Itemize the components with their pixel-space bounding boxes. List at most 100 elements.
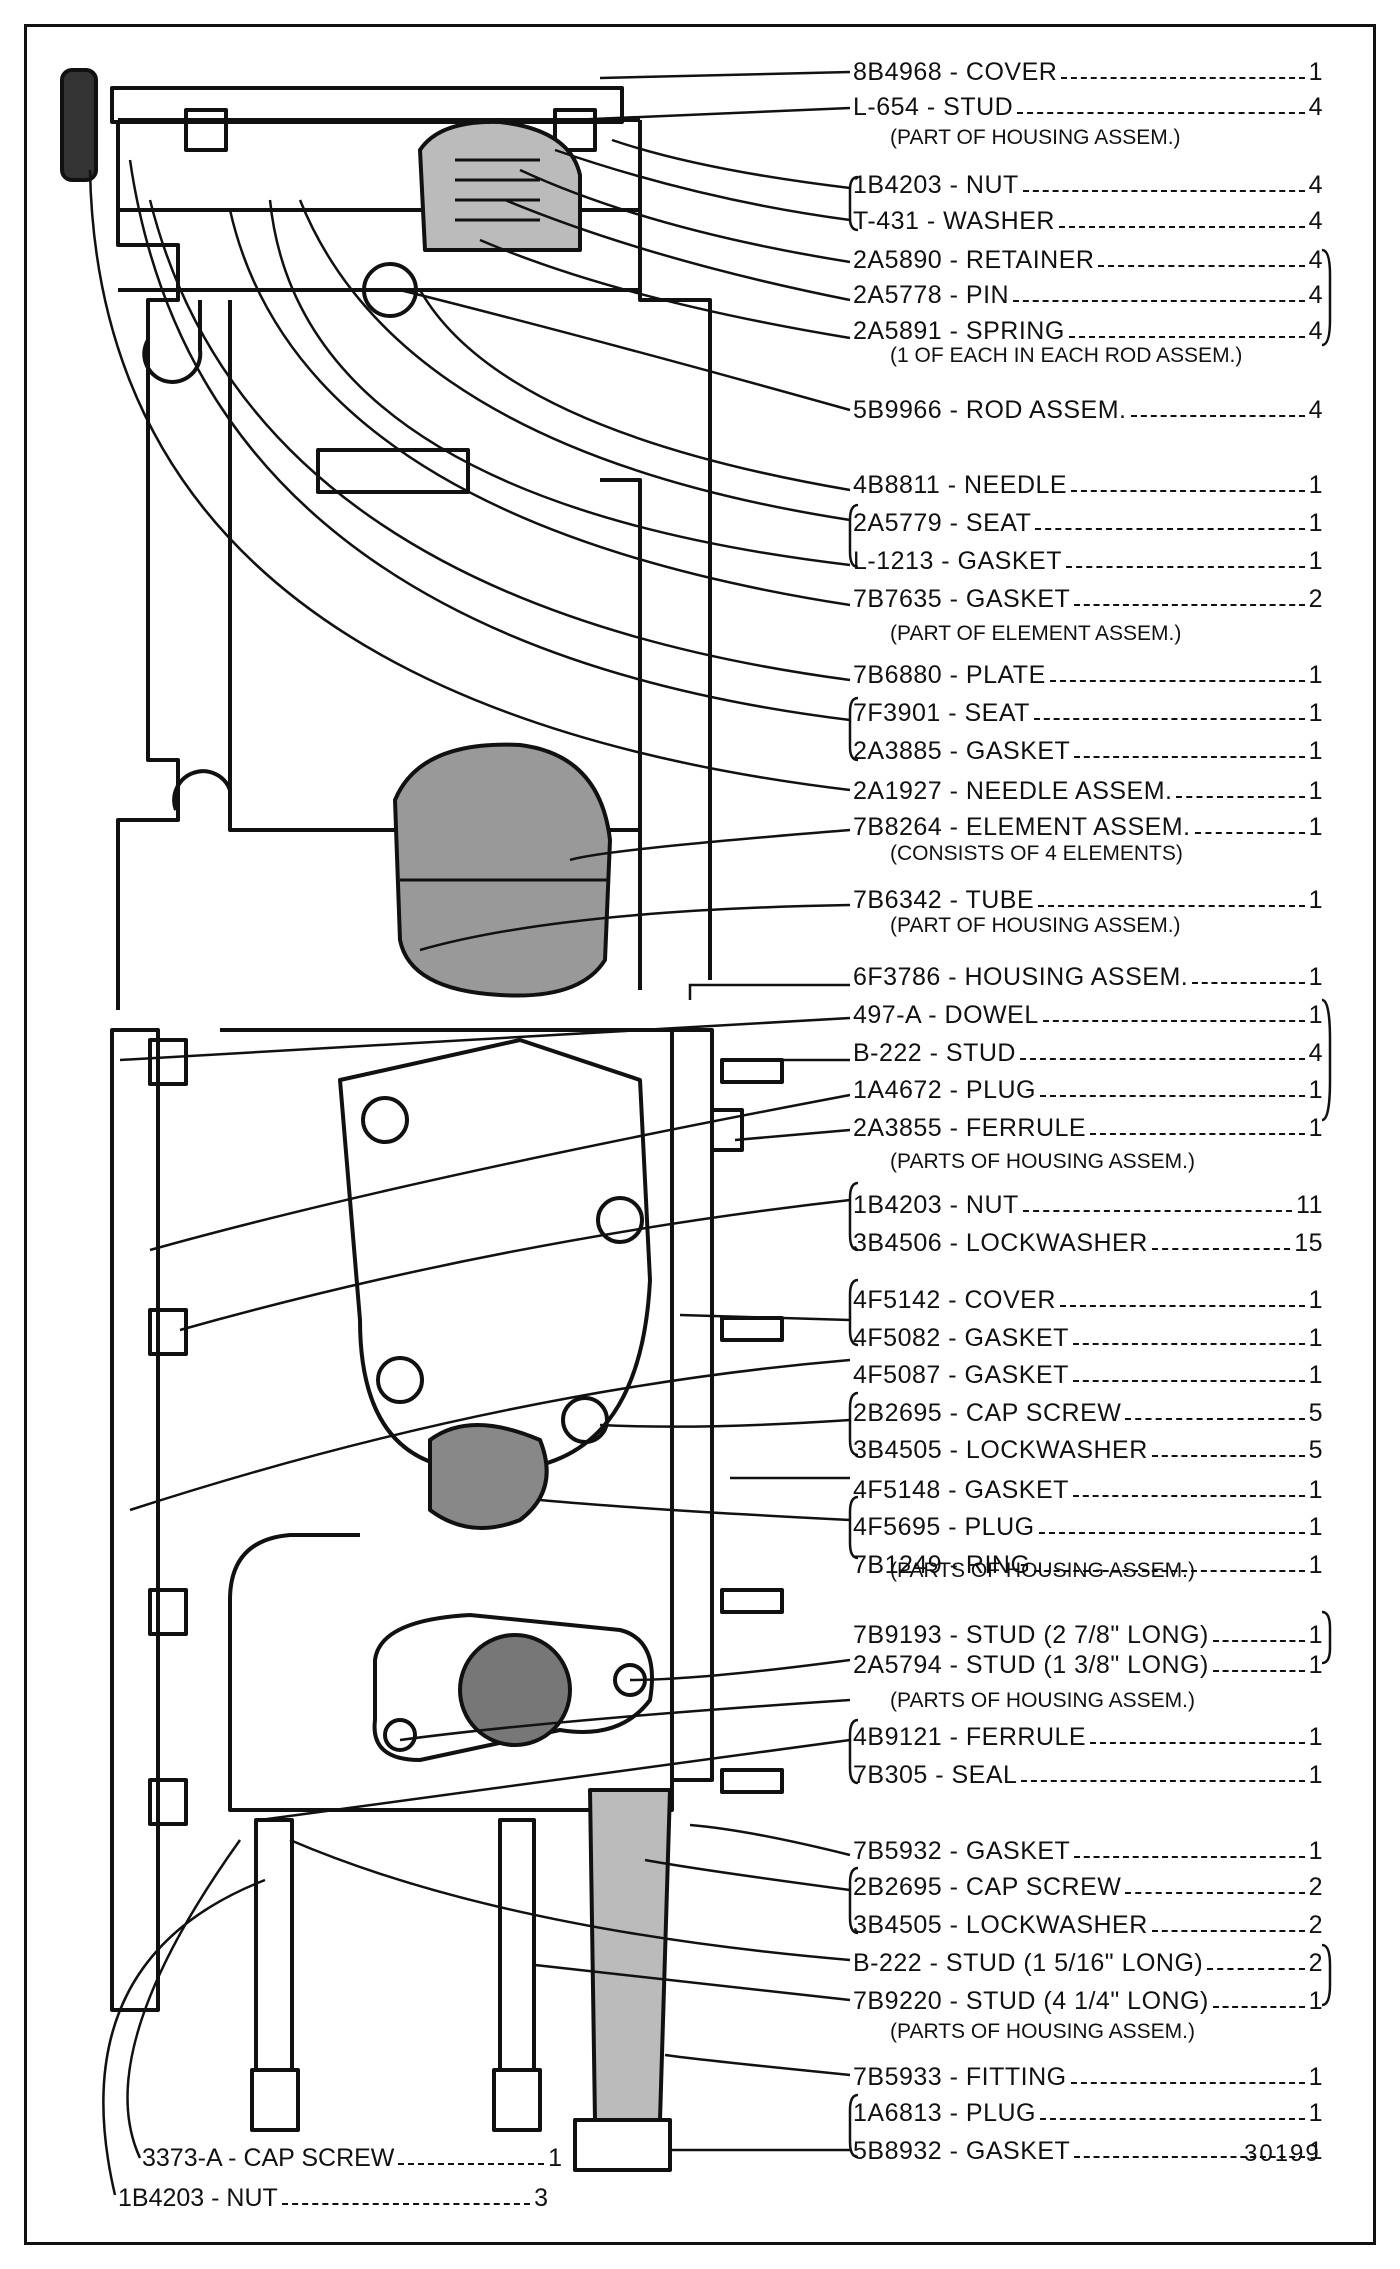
part-quantity: 4 bbox=[1308, 1039, 1323, 1067]
part-quantity: 1 bbox=[1308, 1076, 1323, 1104]
leader-dashes bbox=[1151, 1248, 1291, 1250]
part-quantity: 1 bbox=[1308, 1114, 1323, 1142]
part-quantity: 1 bbox=[1308, 1651, 1323, 1679]
leader-dashes bbox=[1061, 77, 1305, 79]
housing-outline bbox=[60, 68, 784, 2172]
part-note: (PARTS OF HOUSING ASSEM.) bbox=[890, 1150, 1195, 1173]
part-quantity: 1 bbox=[1308, 2099, 1323, 2127]
part-name: 497-A - DOWEL bbox=[853, 1001, 1039, 1029]
part-quantity: 4 bbox=[1308, 246, 1323, 274]
part-row: 2A5890 - RETAINER 4 bbox=[853, 245, 1323, 275]
leader-dashes bbox=[1049, 680, 1305, 682]
part-row: 7B9220 - STUD (4 1/4" LONG)1 bbox=[853, 1986, 1323, 2016]
part-name: 4B8811 - NEEDLE bbox=[853, 471, 1068, 499]
part-name: 7B1249 - RING bbox=[853, 1551, 1031, 1579]
part-name: 7B6342 - TUBE bbox=[853, 886, 1035, 914]
part-note: (PART OF ELEMENT ASSEM.) bbox=[890, 622, 1182, 645]
bottom-part-qty: 3 bbox=[534, 2184, 548, 2212]
part-quantity: 2 bbox=[1308, 1949, 1323, 1977]
leader-dashes bbox=[1090, 1133, 1305, 1135]
part-quantity: 1 bbox=[1308, 1621, 1323, 1649]
part-quantity: 1 bbox=[1308, 1761, 1323, 1789]
leader-dashes bbox=[1017, 112, 1305, 114]
leader-dashes bbox=[1071, 490, 1305, 492]
part-quantity: 1 bbox=[1308, 963, 1323, 991]
leader-dashes bbox=[1212, 1640, 1305, 1642]
leader-dashes bbox=[1072, 1380, 1305, 1382]
part-quantity: 4 bbox=[1308, 396, 1323, 424]
part-name: 7B305 - SEAL bbox=[853, 1761, 1018, 1789]
part-note: (PARTS OF HOUSING ASSEM.) bbox=[890, 2020, 1195, 2043]
part-name: 1B4203 - NUT bbox=[853, 1191, 1019, 1219]
part-quantity: 1 bbox=[1308, 886, 1323, 914]
part-quantity: 1 bbox=[1308, 1513, 1323, 1541]
part-quantity: 2 bbox=[1308, 585, 1323, 613]
part-quantity: 1 bbox=[1308, 1987, 1323, 2015]
leader-dashes bbox=[1074, 604, 1305, 606]
leader-dashes bbox=[1038, 1532, 1305, 1534]
leader-dashes bbox=[1151, 1930, 1305, 1932]
part-quantity: 1 bbox=[1308, 1837, 1323, 1865]
part-row: 5B9966 - ROD ASSEM.4 bbox=[853, 395, 1323, 425]
part-name: 4F5082 - GASKET bbox=[853, 1324, 1069, 1352]
part-quantity: 1 bbox=[1308, 1476, 1323, 1504]
part-quantity: 15 bbox=[1294, 1229, 1323, 1257]
leader-dashes bbox=[1035, 528, 1305, 530]
part-quantity: 5 bbox=[1308, 1436, 1323, 1464]
part-quantity: 1 bbox=[1308, 1286, 1323, 1314]
leader-dashes bbox=[1058, 226, 1305, 228]
part-name: 2B2695 - CAP SCREW bbox=[853, 1873, 1122, 1901]
part-name: 6F3786 - HOUSING ASSEM. bbox=[853, 963, 1189, 991]
part-name: 2B2695 - CAP SCREW bbox=[853, 1399, 1122, 1427]
part-quantity: 4 bbox=[1308, 171, 1323, 199]
leader-dashes bbox=[1125, 1418, 1305, 1420]
leader-dashes bbox=[1212, 2006, 1305, 2008]
part-note: (1 OF EACH IN EACH ROD ASSEM.) bbox=[890, 344, 1243, 367]
bottom-callout-nut: 1B4203 - NUT 3 bbox=[118, 2183, 548, 2213]
part-quantity: 1 bbox=[1308, 1361, 1323, 1389]
leader-dashes bbox=[1192, 982, 1305, 984]
part-row: 2A3855 - FERRULE 1 bbox=[853, 1113, 1323, 1143]
part-name: 2A5779 - SEAT bbox=[853, 509, 1032, 537]
part-name: 7B5932 - GASKET bbox=[853, 1837, 1071, 1865]
part-name: T-431 - WASHER bbox=[853, 207, 1055, 235]
leader-dashes bbox=[1021, 1780, 1305, 1782]
part-row: 7B9193 - STUD (2 7/8" LONG)1 bbox=[853, 1620, 1323, 1650]
part-name: 2A5794 - STUD (1 3/8" LONG) bbox=[853, 1651, 1209, 1679]
part-name: 3B4505 - LOCKWASHER bbox=[853, 1911, 1148, 1939]
leader-dashes bbox=[1038, 905, 1305, 907]
leader-dashes bbox=[1130, 415, 1305, 417]
figure-number: 30199 bbox=[1244, 2140, 1321, 2167]
part-name: 2A5890 - RETAINER bbox=[853, 246, 1095, 274]
part-quantity: 1 bbox=[1308, 58, 1323, 86]
part-name: 4F5695 - PLUG bbox=[853, 1513, 1035, 1541]
leader-dashes bbox=[1068, 336, 1305, 338]
part-quantity: 4 bbox=[1308, 317, 1323, 345]
part-quantity: 1 bbox=[1308, 661, 1323, 689]
part-quantity: 1 bbox=[1308, 2137, 1323, 2165]
part-name: 7B8264 - ELEMENT ASSEM. bbox=[853, 813, 1191, 841]
leader-dashes bbox=[1065, 566, 1305, 568]
part-quantity: 1 bbox=[1308, 1324, 1323, 1352]
leader-dashes bbox=[1194, 832, 1305, 834]
part-name: 2A3855 - FERRULE bbox=[853, 1114, 1087, 1142]
part-note: (PARTS OF HOUSING ASSEM.) bbox=[890, 1689, 1195, 1712]
leader-dashes bbox=[1125, 1892, 1305, 1894]
part-name: 4F5142 - COVER bbox=[853, 1286, 1056, 1314]
